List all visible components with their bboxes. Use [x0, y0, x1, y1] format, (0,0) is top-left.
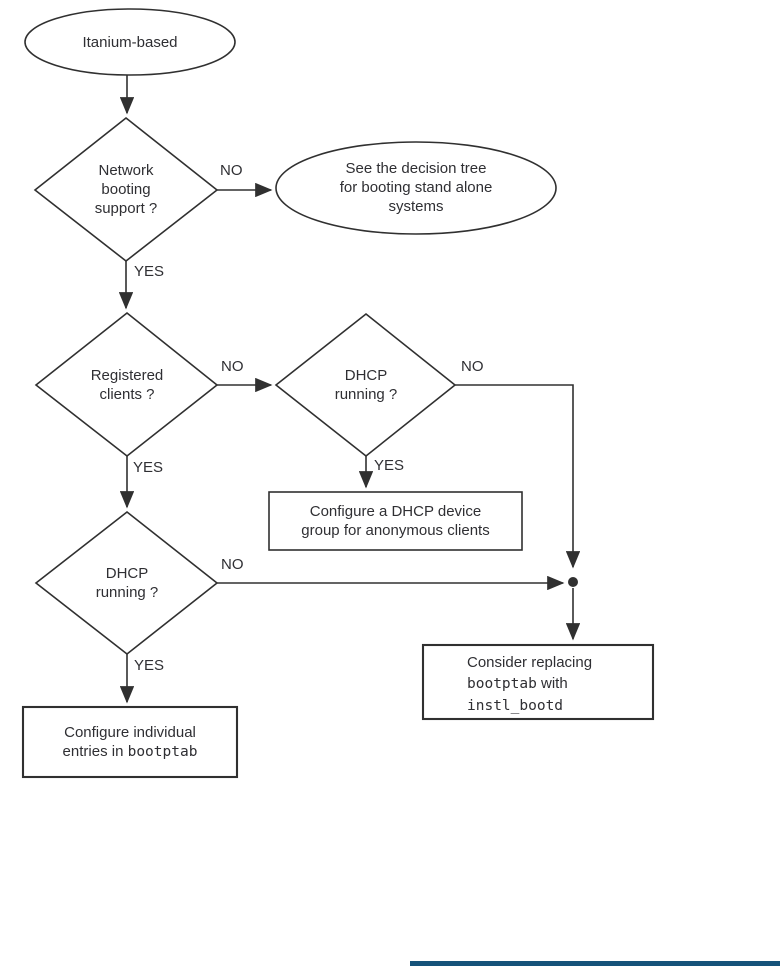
decision-dhcp-running-left-label: DHCP running ? [57, 564, 197, 602]
node-label-line: Consider replacing [467, 654, 593, 671]
edge-label-no-dhcp-left: NO [221, 556, 244, 573]
decision-dhcp-running-right-label: DHCP running ? [296, 366, 436, 404]
node-label-line: bootptab with [467, 673, 653, 695]
edge-label-yes-dhcp-left: YES [134, 657, 165, 674]
decision-registered-clients-diamond [34, 311, 219, 458]
standalone-ellipse-label: See the decision tree for booting stand … [286, 159, 546, 216]
node-label-line: Configure individual [64, 723, 196, 741]
code-text-bootptab: bootptab [127, 743, 198, 760]
node-label-text: entries in [62, 742, 128, 760]
decision-dhcp-running-right-diamond [274, 312, 457, 458]
node-label-text: with [536, 675, 568, 692]
start-node-label: Itanium-based [25, 9, 235, 75]
node-label-line: running ? [95, 584, 159, 601]
edge-dhcp-right-no-to-junction [455, 384, 581, 569]
node-label-line: Configure a DHCP device [309, 503, 482, 520]
node-label-line: Registered [90, 367, 164, 384]
edge-label-no-registered: NO [221, 358, 244, 375]
node-label-line: DHCP [105, 565, 149, 582]
process-device-group-label: Configure a DHCP device group for anonym… [269, 492, 522, 550]
edge-label-no-dhcp-right: NO [461, 358, 484, 375]
node-label-line: support ? [94, 200, 158, 217]
node-label-line: for booting stand alone [339, 179, 493, 196]
node-label-line: Network [98, 162, 154, 179]
node-label-line: clients ? [99, 386, 155, 403]
decision-network-booting-diamond [33, 116, 219, 263]
node-label-line: running ? [334, 386, 398, 403]
process-replace-bootptab-box [421, 643, 655, 721]
node-label-line: booting [101, 181, 151, 198]
process-individual-entries-box [21, 705, 239, 779]
process-device-group-box [268, 491, 523, 551]
process-replace-bootptab-label: Consider replacing bootptab with instl_b… [423, 645, 653, 719]
node-label-line: entries in bootptab [63, 742, 198, 762]
start-ellipse [24, 8, 236, 76]
node-label-line: See the decision tree [345, 160, 487, 177]
edge-label-yes-dhcp-right: YES [374, 457, 405, 474]
standalone-ellipse [275, 141, 557, 235]
code-text-bootptab: bootptab [467, 676, 537, 692]
decision-dhcp-running-left-diamond [34, 510, 219, 656]
process-individual-entries-label: Configure individual entries in bootptab [23, 707, 237, 777]
start-node-text: Itanium-based [82, 33, 178, 51]
edge-label-yes-registered: YES [133, 459, 164, 476]
footer-accent-bar [410, 961, 780, 966]
junction-dot [568, 577, 578, 587]
node-label-line: group for anonymous clients [301, 522, 490, 539]
edge-label-yes-network: YES [134, 263, 165, 280]
decision-registered-clients-label: Registered clients ? [57, 366, 197, 404]
decision-network-booting-label: Network booting support ? [56, 161, 196, 218]
edge-label-no-network: NO [220, 162, 243, 179]
node-label-line: instl_bootd [467, 695, 653, 717]
code-text-instl-bootd: instl_bootd [467, 698, 564, 714]
node-label-line: DHCP [344, 367, 388, 384]
node-label-line: systems [388, 198, 444, 215]
